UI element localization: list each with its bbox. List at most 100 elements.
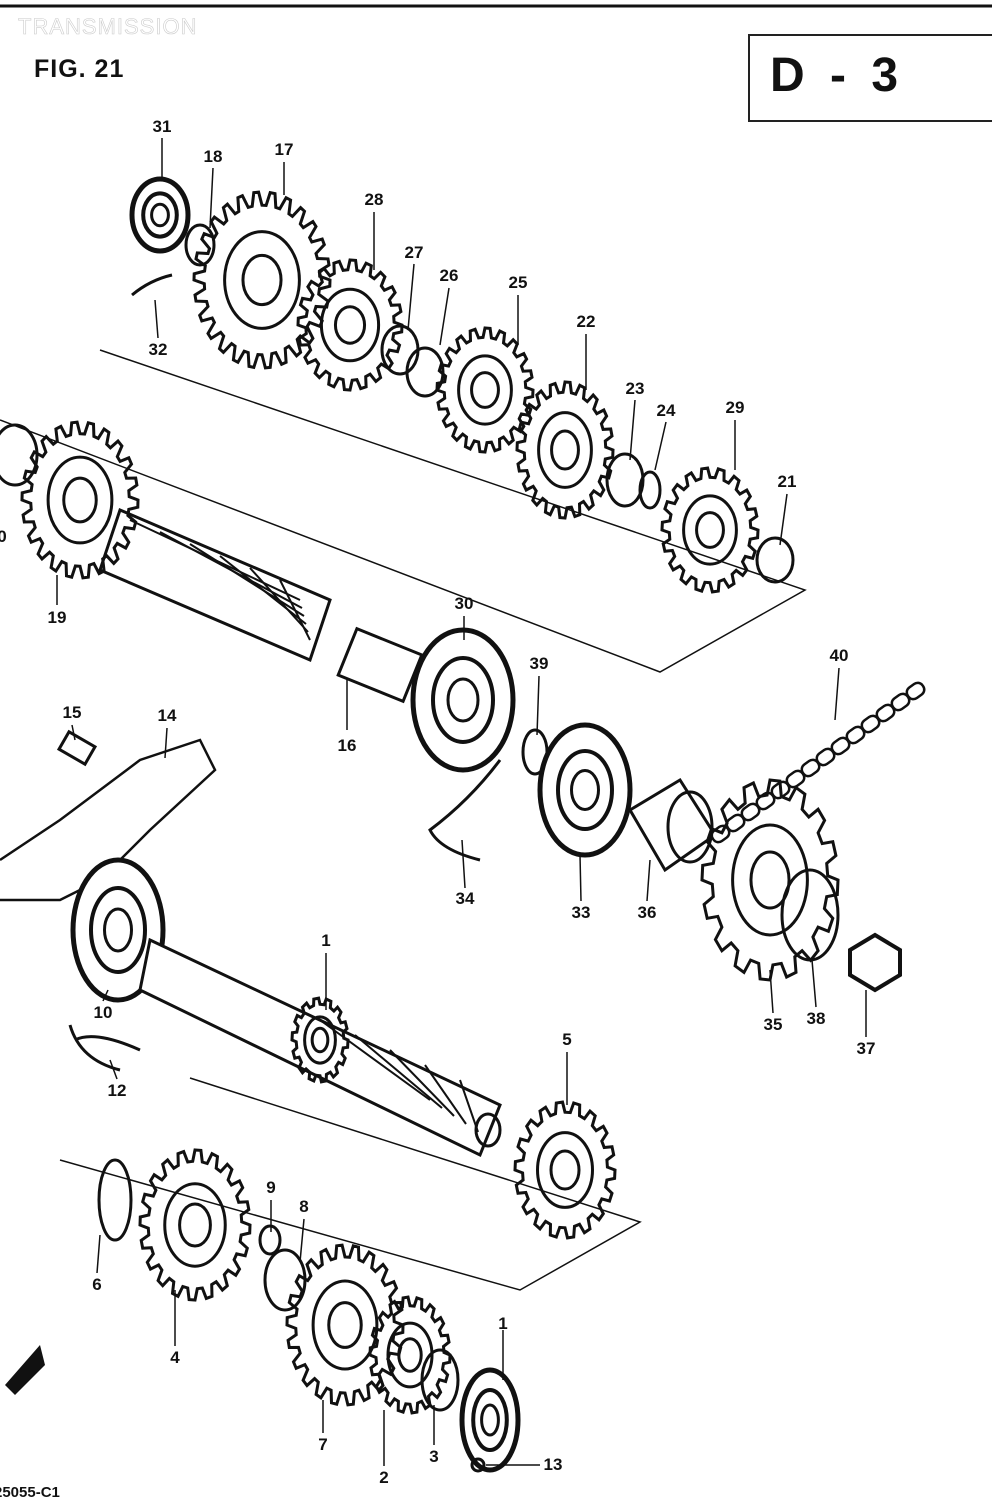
leader-line	[209, 167, 214, 229]
page-code: D - 3	[770, 49, 905, 102]
gear-22	[515, 380, 615, 520]
gear-5	[513, 1100, 617, 1240]
leader-line	[769, 969, 774, 1014]
leader-line	[536, 675, 540, 736]
leader-line	[154, 299, 159, 339]
ring-13	[470, 1457, 486, 1473]
leader-line	[646, 859, 651, 902]
gear-19	[20, 420, 140, 580]
gear-7	[285, 1243, 405, 1407]
nut-37	[848, 932, 902, 993]
oil-seal-33	[537, 722, 633, 858]
figure-number: FIG. 21	[34, 55, 125, 83]
part-label-7: 7	[318, 1435, 328, 1454]
part-label-23: 23	[625, 379, 645, 398]
part-label-1: 1	[498, 1314, 508, 1333]
part-label-3: 3	[429, 1447, 439, 1466]
leader-line	[439, 287, 450, 346]
ring-18	[184, 223, 216, 267]
part-label-35: 35	[763, 1015, 783, 1034]
circlip-3	[420, 1348, 460, 1412]
part-label-40: 40	[829, 646, 849, 665]
circlip-34	[428, 759, 502, 862]
sprocket-35-hub	[731, 823, 809, 937]
part-label-6: 6	[92, 1275, 102, 1294]
part-label-4: 4	[170, 1348, 180, 1367]
gear-28-bore	[333, 305, 367, 345]
gear-19-bore	[62, 476, 98, 524]
chain-link	[905, 681, 926, 701]
part-label-34: 34	[455, 889, 475, 908]
shaft-spline	[319, 1019, 431, 1101]
sprocket-35-bore	[749, 850, 791, 910]
circlip-6	[97, 1158, 133, 1242]
leader-line	[779, 493, 788, 546]
part-label-39: 39	[529, 654, 549, 673]
driveshaft-1	[138, 937, 502, 1158]
shaft-spline	[459, 1079, 479, 1133]
bearing-31-inner	[141, 191, 179, 239]
sprocket-35	[700, 778, 840, 982]
part-label-33: 33	[571, 903, 591, 922]
part-label-32: 32	[148, 340, 168, 359]
gear-2	[368, 1295, 452, 1415]
gear-17	[192, 190, 332, 370]
gear-25	[435, 326, 535, 454]
bearing-11-bore	[480, 1403, 500, 1437]
leader-line	[811, 959, 817, 1008]
bearing-10	[70, 857, 166, 1003]
gear-22-bore	[550, 429, 580, 471]
leader-line	[834, 667, 840, 721]
part-label-5: 5	[562, 1030, 572, 1049]
part-label-36: 36	[637, 903, 657, 922]
gear-4	[138, 1148, 252, 1302]
gear-19-hub	[46, 455, 114, 545]
gear-17-hub	[223, 230, 301, 330]
leader-line	[96, 1234, 101, 1274]
part-label-13: 13	[543, 1455, 563, 1474]
part-label-29: 29	[725, 398, 745, 417]
bearing-30	[410, 627, 516, 773]
part-label-24: 24	[656, 401, 676, 420]
bearing-11	[459, 1367, 521, 1473]
circlip-12	[68, 1024, 141, 1072]
gear-5-bore	[549, 1149, 581, 1191]
washer-8	[263, 1248, 307, 1312]
part-label-30: 30	[454, 594, 474, 613]
shaft-spline	[249, 567, 309, 633]
part-label-15: 15	[62, 703, 82, 722]
part-label-31: 31	[152, 117, 172, 136]
part-label-1: 1	[321, 931, 331, 950]
bracket-14	[0, 738, 217, 902]
part-label-38: 38	[806, 1009, 826, 1028]
oil-seal-33-inner	[556, 749, 614, 831]
bearing-31-bore	[150, 202, 170, 228]
gear-7-hub	[311, 1279, 379, 1371]
part-label-27: 27	[404, 243, 424, 262]
part-label-21: 21	[777, 472, 797, 491]
part-label-2: 2	[379, 1468, 389, 1487]
bearing-30-inner	[431, 656, 495, 744]
leader-line	[102, 989, 109, 1002]
page-code-box: D - 3	[748, 34, 992, 122]
part-label-26: 26	[439, 266, 459, 285]
circlip-32	[131, 273, 173, 297]
part-label-10: 10	[93, 1003, 113, 1022]
bearing-11-inner	[471, 1388, 509, 1452]
diagram-code: 25055-C1	[0, 1484, 60, 1500]
leader-line	[654, 421, 667, 471]
gear-4-bore	[178, 1202, 212, 1248]
gear-2-bore	[397, 1337, 423, 1373]
part-label-14: 14	[157, 706, 177, 725]
shaft-spline	[354, 1034, 443, 1109]
leader-line	[461, 839, 466, 889]
part-label-22: 22	[576, 312, 596, 331]
shaft-gear-bore	[310, 1026, 330, 1054]
gear-4-hub	[163, 1182, 227, 1268]
gear-5-hub	[536, 1131, 594, 1209]
driveshaft-outline	[59, 1077, 642, 1291]
gear-29	[660, 466, 760, 594]
part-label-9: 9	[266, 1178, 276, 1197]
